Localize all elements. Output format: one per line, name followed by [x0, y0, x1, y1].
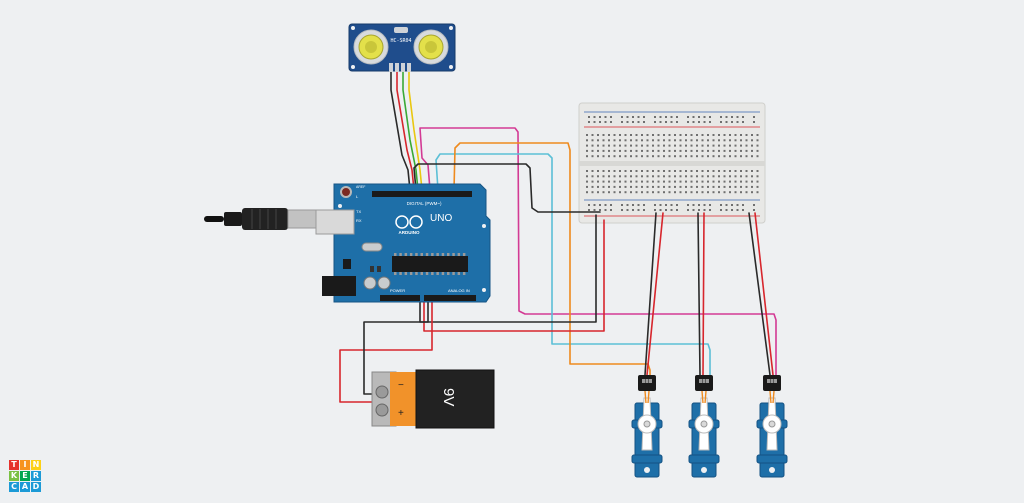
- battery-terminal-plus: [375, 403, 389, 417]
- wire-black-top: [413, 163, 601, 213]
- capacitor-1: [363, 276, 377, 290]
- sensor-label: HC-SR04: [390, 38, 411, 44]
- wires: [339, 71, 777, 403]
- wire-sensor-black: [390, 71, 411, 191]
- logo-letter: E: [20, 471, 30, 481]
- logo-letter: I: [20, 460, 30, 470]
- crystal: [361, 242, 383, 252]
- battery-plus: +: [398, 408, 404, 419]
- wire-black-power: [419, 214, 597, 323]
- logo-letter: C: [9, 482, 19, 492]
- logo-letter: K: [9, 471, 19, 481]
- power-header-label: POWER: [390, 288, 405, 293]
- logo-letter: T: [9, 460, 19, 470]
- wire-servo1-black: [644, 212, 657, 376]
- aref-label: AREF: [356, 185, 365, 189]
- usb-cable[interactable]: [204, 208, 317, 230]
- servos: [631, 375, 788, 478]
- breadboard[interactable]: [578, 102, 766, 224]
- logo-letter: R: [31, 471, 41, 481]
- ultrasonic-sensor[interactable]: HC-SR04: [348, 23, 456, 72]
- tx-label: TX: [356, 209, 361, 214]
- wire-magenta: [419, 127, 777, 377]
- wire-sensor-yellow: [408, 71, 423, 191]
- wire-red-power: [423, 219, 605, 332]
- analog-header-label: ANALOG IN: [448, 288, 470, 293]
- wire-servo3-black: [748, 212, 771, 376]
- wire-battery-red: [339, 301, 433, 403]
- arduino-brand: ARDUINO: [399, 230, 420, 235]
- wire-servo3-red: [754, 212, 774, 376]
- battery-label: 9V: [440, 388, 457, 406]
- atmega-chip: [392, 256, 468, 272]
- wire-sensor-red: [396, 71, 415, 191]
- capacitor-2: [377, 276, 391, 290]
- l-led-label: L: [356, 194, 359, 199]
- wire-servo2-red: [702, 212, 705, 376]
- arduino-uno[interactable]: DIGITAL (PWM~) POWER ANALOG IN AREF TX R…: [315, 183, 491, 303]
- digital-header-label: DIGITAL (PWM~): [407, 201, 442, 206]
- reset-button[interactable]: [340, 186, 352, 198]
- digital-header: [372, 191, 472, 197]
- wire-servo1-red: [646, 212, 664, 376]
- wire-sensor-green: [402, 71, 419, 191]
- wire-battery-black: [363, 301, 429, 395]
- power-header: [380, 295, 420, 301]
- servo-motor-2[interactable]: [688, 375, 720, 478]
- usb-port: [315, 209, 355, 235]
- wire-cyan: [435, 153, 711, 377]
- arduino-model: UNO: [430, 213, 452, 224]
- servo-motor-1[interactable]: [631, 375, 663, 478]
- wire-orange: [453, 142, 651, 377]
- logo-letter: A: [20, 482, 30, 492]
- servo-motor-3[interactable]: [756, 375, 788, 478]
- battery-terminal-minus: [375, 385, 389, 399]
- wire-servo2-black: [697, 212, 701, 376]
- battery-9v[interactable]: − + 9V: [371, 369, 495, 429]
- analog-header: [424, 295, 476, 301]
- breadboard-holes: [586, 116, 759, 211]
- logo-letter: D: [31, 482, 41, 492]
- rx-label: RX: [356, 218, 362, 223]
- logo-letter: N: [31, 460, 41, 470]
- transducer-left: [353, 29, 389, 65]
- power-jack: [322, 276, 356, 296]
- arduino-logo: ARDUINO: [395, 215, 423, 235]
- transducer-right: [413, 29, 449, 65]
- battery-minus: −: [398, 380, 404, 391]
